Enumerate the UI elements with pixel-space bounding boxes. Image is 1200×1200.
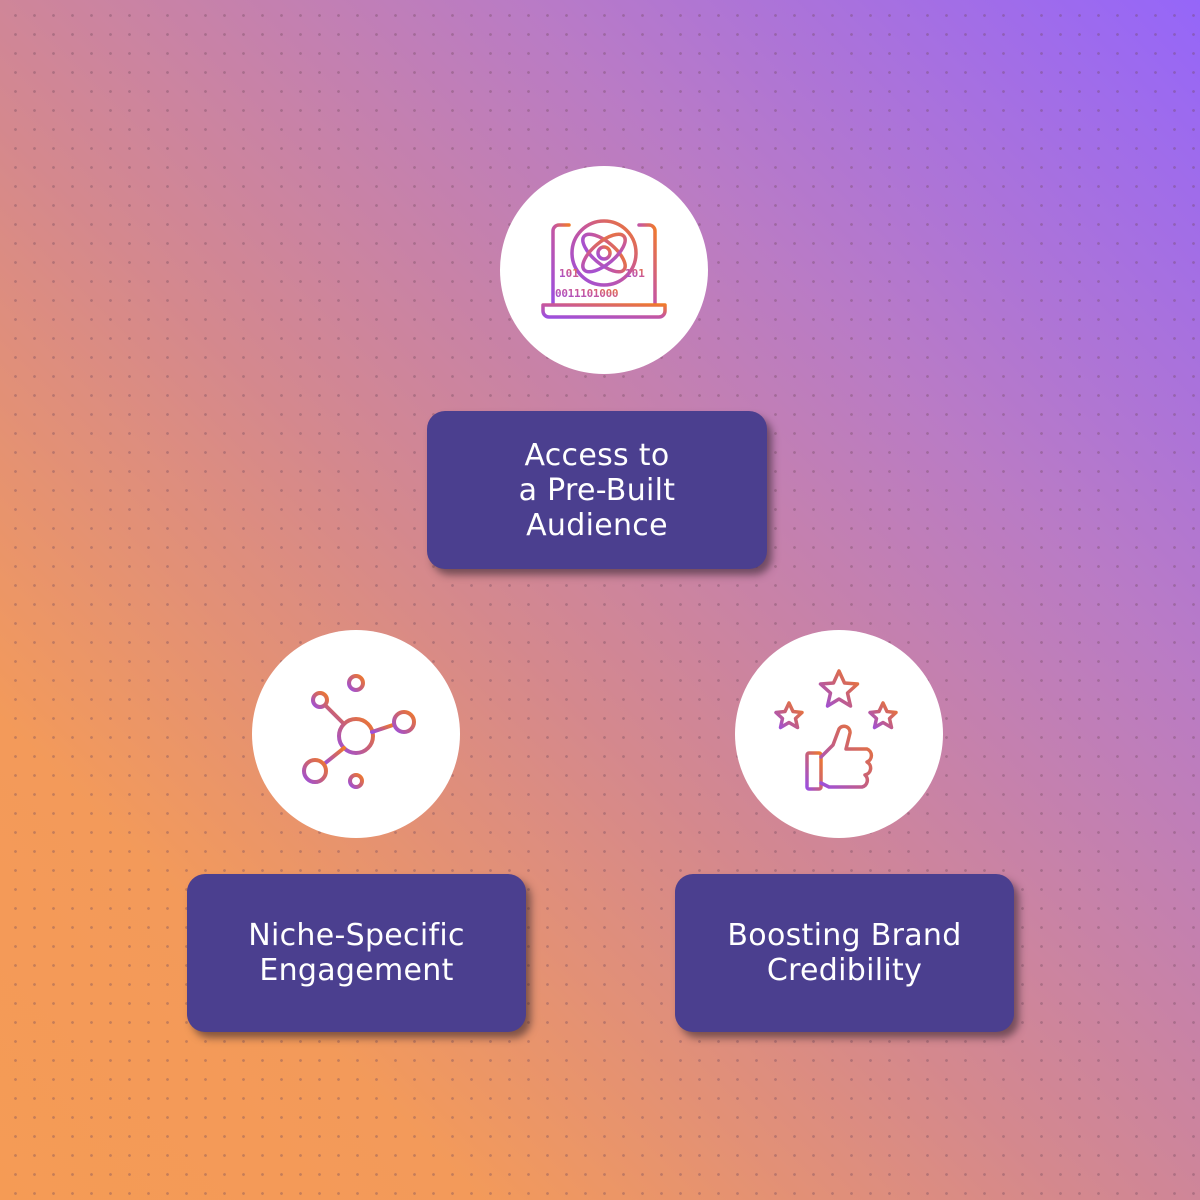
svg-text:101: 101 [559, 267, 579, 280]
card-boosting-brand-credibility: Boosting Brand Credibility [675, 874, 1014, 1032]
icon-circle-left [252, 630, 460, 838]
stars-thumbs-up-icon [769, 667, 909, 801]
card-niche-specific-engagement: Niche-Specific Engagement [187, 874, 526, 1032]
card-access-pre-built-audience: Access to a Pre-Built Audience [427, 411, 767, 569]
icon-circle-right [735, 630, 943, 838]
card-label: Access to a Pre-Built Audience [518, 437, 676, 543]
svg-text:0011101000: 0011101000 [555, 287, 618, 300]
card-label: Boosting Brand Credibility [727, 918, 962, 988]
laptop-atom-icon: 101 101 0011101000 [539, 213, 669, 327]
card-label: Niche-Specific Engagement [248, 918, 465, 988]
icon-circle-top: 101 101 0011101000 [500, 166, 708, 374]
svg-text:101: 101 [625, 267, 645, 280]
network-hub-icon [286, 662, 426, 806]
